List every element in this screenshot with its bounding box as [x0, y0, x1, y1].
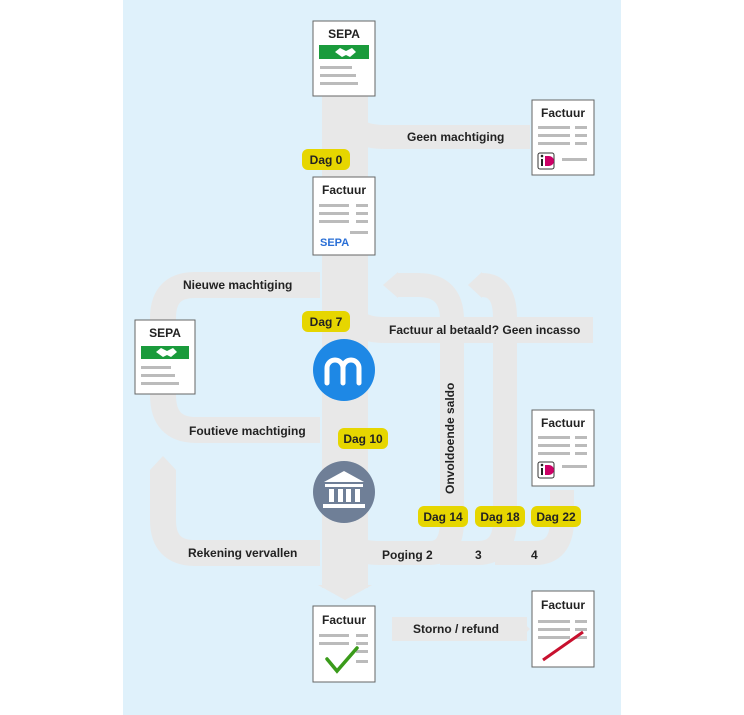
doc-factuur-ideal-right: Factuur	[531, 409, 595, 487]
doc-line	[575, 628, 587, 631]
doc-factuur-refund-title: Factuur	[541, 598, 585, 612]
doc-factuur-sepa: Factuur SEPA	[312, 176, 376, 256]
day-tag-dag14-text: Dag 14	[423, 510, 463, 524]
doc-line	[141, 382, 179, 385]
flow-arrows	[150, 272, 530, 641]
doc-line	[350, 231, 368, 234]
doc-line	[562, 465, 587, 468]
label-poging-4: 4	[531, 548, 538, 562]
path-factuur-al-betaald	[332, 295, 593, 343]
doc-sepa-top: SEPA	[312, 20, 376, 97]
doc-line	[356, 204, 368, 207]
label-storno-refund: Storno / refund	[413, 622, 499, 636]
path-rekening-vervallen	[150, 470, 320, 566]
day-tag-dag18: Dag 18	[475, 506, 525, 527]
arrow-main-down	[318, 585, 372, 600]
handshake-icon-glyph	[335, 48, 356, 57]
check-mark-icon	[325, 646, 359, 674]
day-tag-dag7: Dag 7	[302, 311, 350, 332]
day-tag-dag18-text: Dag 18	[480, 510, 520, 524]
doc-factuur-paid-title: Factuur	[322, 613, 366, 627]
label-factuur-al-betaald: Factuur al betaald? Geen incasso	[389, 323, 580, 337]
doc-sepa-top-title: SEPA	[328, 27, 360, 41]
doc-line	[356, 660, 368, 663]
arrow-retry-2	[383, 272, 398, 298]
arrow-retry-3	[468, 272, 482, 298]
arrow-rekening-up	[150, 456, 176, 470]
doc-factuur-refund: Factuur	[531, 590, 595, 668]
label-nieuwe-machtiging: Nieuwe machtiging	[183, 278, 292, 292]
doc-line	[538, 628, 570, 631]
label-poging-2: Poging 2	[382, 548, 433, 562]
doc-line	[320, 66, 352, 69]
doc-line	[356, 650, 368, 653]
doc-line	[356, 642, 368, 645]
doc-line	[356, 220, 368, 223]
doc-line	[538, 142, 570, 145]
doc-line	[319, 634, 349, 637]
doc-factuur-paid: Factuur	[312, 605, 376, 683]
label-onvoldoende-saldo: Onvoldoende saldo	[443, 383, 457, 494]
doc-line	[319, 204, 349, 207]
day-tag-dag0: Dag 0	[302, 149, 350, 170]
doc-line	[320, 74, 356, 77]
doc-sepa-left-title: SEPA	[149, 326, 181, 340]
doc-line	[538, 452, 570, 455]
doc-line	[538, 636, 570, 639]
day-tag-dag14: Dag 14	[418, 506, 468, 527]
doc-line	[575, 636, 587, 639]
doc-line	[141, 374, 175, 377]
doc-line	[575, 444, 587, 447]
doc-line	[319, 642, 349, 645]
doc-line	[575, 620, 587, 623]
doc-factuur-ideal-right-title: Factuur	[541, 416, 585, 430]
doc-line	[538, 436, 570, 439]
doc-line	[575, 452, 587, 455]
doc-line	[575, 142, 587, 145]
doc-line	[141, 366, 171, 369]
doc-factuur-ideal-top: Factuur	[531, 99, 595, 176]
day-tag-dag7-text: Dag 7	[310, 315, 343, 329]
doc-factuur-sepa-footer: SEPA	[320, 237, 349, 249]
label-foutieve-machtiging: Foutieve machtiging	[189, 424, 306, 438]
bank-building-icon	[313, 461, 375, 523]
doc-factuur-sepa-title: Factuur	[322, 183, 366, 197]
mollie-logo-icon	[313, 339, 375, 401]
doc-line	[356, 634, 368, 637]
label-poging-3: 3	[475, 548, 482, 562]
label-geen-machtiging: Geen machtiging	[407, 130, 504, 144]
doc-line	[538, 134, 570, 137]
doc-line	[575, 134, 587, 137]
day-tag-dag22: Dag 22	[531, 506, 581, 527]
doc-sepa-left: SEPA	[134, 319, 196, 395]
doc-line	[538, 444, 570, 447]
doc-line	[538, 620, 570, 623]
doc-line	[575, 436, 587, 439]
doc-factuur-ideal-top-title: Factuur	[541, 106, 585, 120]
day-tag-dag10: Dag 10	[338, 428, 388, 449]
doc-line	[356, 212, 368, 215]
cross-out-line-icon	[542, 630, 584, 662]
day-tag-dag10-text: Dag 10	[343, 432, 383, 446]
doc-line	[319, 220, 349, 223]
day-tag-dag0-text: Dag 0	[310, 153, 343, 167]
ideal-logo-icon	[537, 152, 555, 170]
doc-line	[319, 212, 349, 215]
handshake-icon-glyph	[156, 348, 177, 357]
ideal-logo-icon	[537, 461, 555, 479]
day-tag-dag22-text: Dag 22	[536, 510, 576, 524]
doc-line	[320, 82, 358, 85]
doc-line	[575, 126, 587, 129]
label-rekening-vervallen: Rekening vervallen	[188, 546, 297, 560]
doc-line	[538, 126, 570, 129]
doc-line	[562, 158, 587, 161]
arrow-storno	[517, 617, 530, 641]
path-geen-machtiging	[333, 104, 530, 149]
